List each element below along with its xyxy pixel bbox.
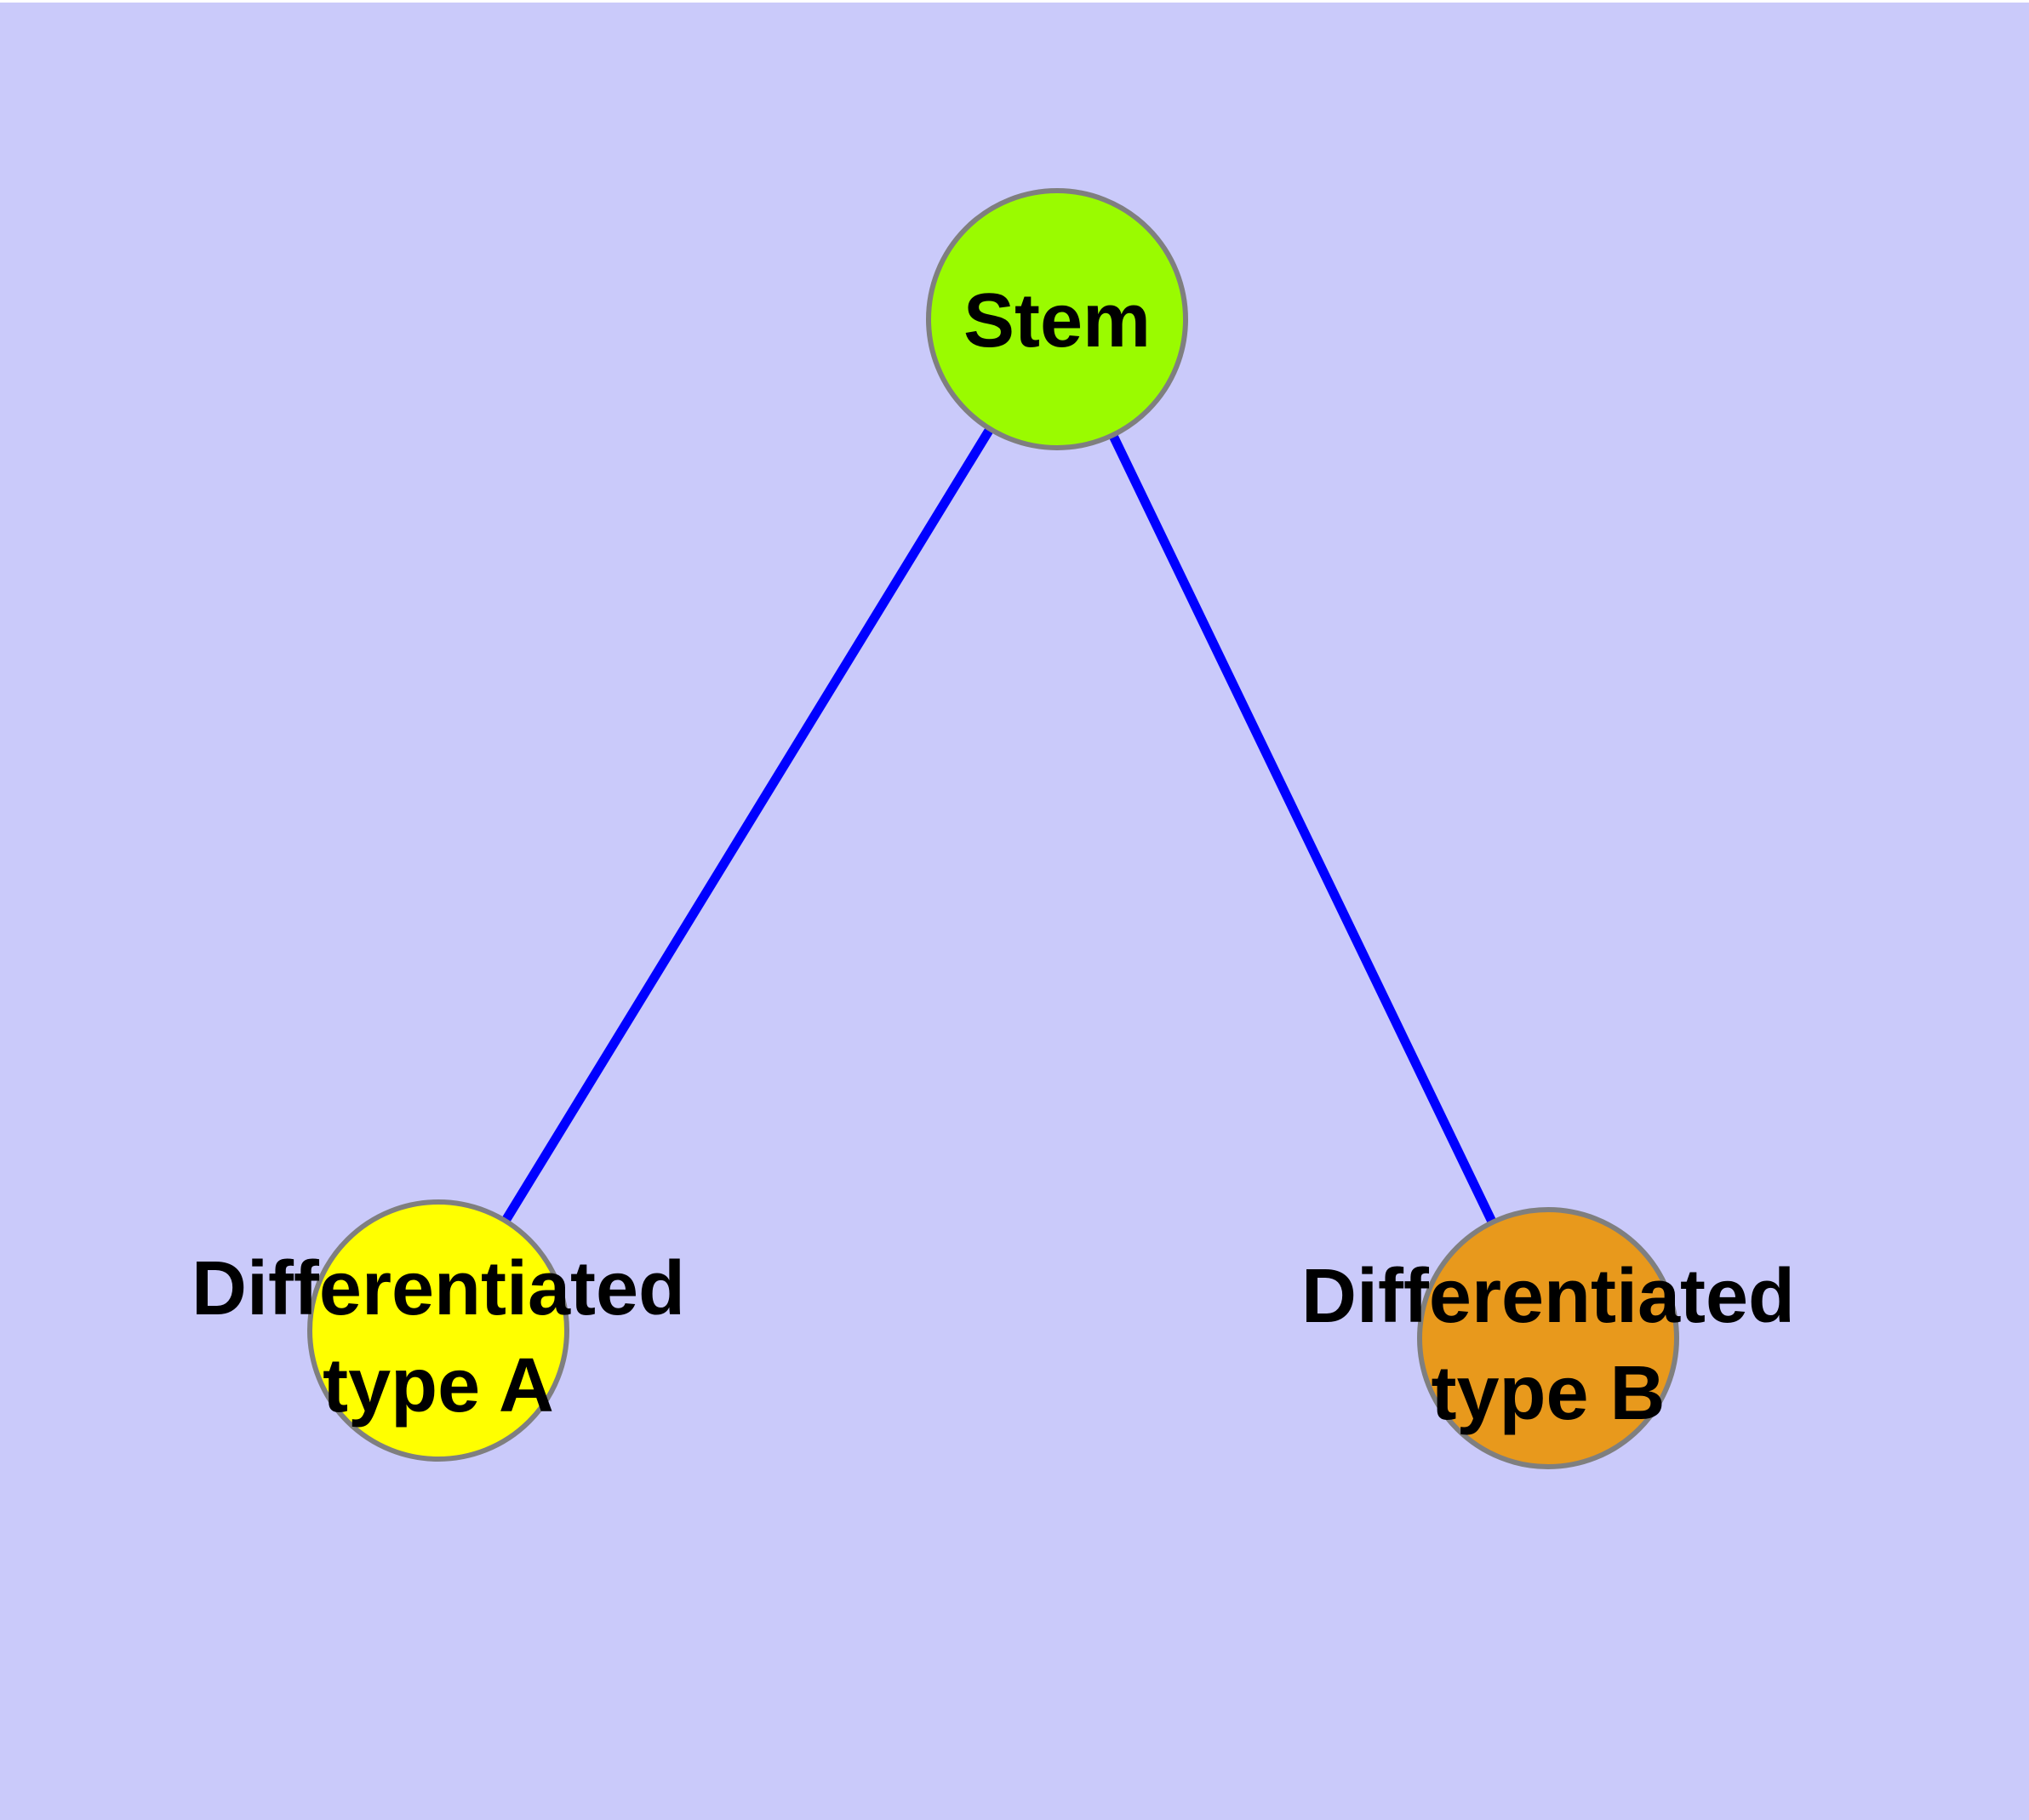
edge-layer <box>434 317 1552 1341</box>
node-stem-label: Stem <box>963 278 1151 363</box>
node-type-b-label-line1: Differentiated <box>1301 1254 1795 1339</box>
node-differentiated-type-b: Differentiated type B <box>1301 1207 1795 1469</box>
node-type-b-circle <box>1417 1207 1679 1469</box>
node-type-a-circle <box>307 1199 569 1462</box>
node-type-a-label-line2: type A <box>323 1343 554 1428</box>
node-type-a-label-line1: Differentiated <box>191 1246 685 1331</box>
node-type-b-label-line2: type B <box>1431 1351 1665 1436</box>
node-stem: Stem <box>926 188 1188 450</box>
edge-stem-to-type-a <box>434 317 1061 1333</box>
node-stem-circle <box>926 188 1188 450</box>
top-edge-strip <box>0 0 2029 3</box>
edge-stem-to-type-b <box>1053 317 1552 1341</box>
node-differentiated-type-a: Differentiated type A <box>191 1199 685 1462</box>
